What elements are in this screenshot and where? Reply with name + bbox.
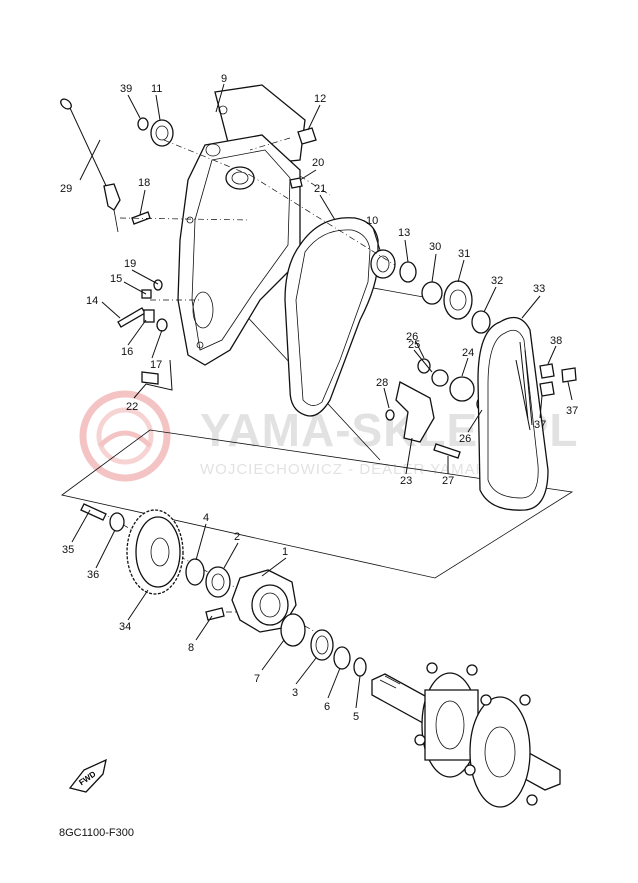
- callout-label: 27: [442, 475, 454, 487]
- callout-label: 37: [534, 419, 546, 431]
- washer-17: [156, 318, 168, 332]
- plug: [297, 127, 317, 145]
- callout-label: 39: [120, 83, 132, 95]
- callout-label: 24: [462, 347, 474, 359]
- callout-label: 14: [86, 295, 98, 307]
- callout-label: 13: [398, 227, 410, 239]
- callout-label: 23: [400, 475, 412, 487]
- callout-label: 17: [150, 359, 162, 371]
- fwd-arrow-icon: FWD: [68, 758, 107, 793]
- callout-label: 16: [121, 346, 133, 358]
- callout-label: 22: [126, 401, 138, 413]
- chain-case-cover: [177, 84, 306, 366]
- callout-label: 21: [314, 183, 326, 195]
- callout-label: 5: [353, 711, 359, 723]
- callout-label: 2: [234, 531, 240, 543]
- callout-label: 30: [429, 241, 441, 253]
- callout-label: 26: [459, 433, 471, 445]
- bolt-37: [561, 367, 577, 383]
- callout-label: 36: [87, 569, 99, 581]
- assembly-frame-lower: [61, 429, 574, 579]
- o-ring-39: [137, 117, 149, 131]
- upper-drive-parts: [370, 249, 491, 459]
- callout-label: 38: [550, 335, 562, 347]
- o-ring-19: [153, 279, 163, 291]
- callout-label: 34: [119, 621, 131, 633]
- leader-lines: [71, 83, 573, 709]
- drive-shaft: [371, 662, 561, 808]
- callout-label: 4: [203, 512, 209, 524]
- drive-chain: [477, 316, 549, 511]
- callout-label: 19: [124, 258, 136, 270]
- callout-label: 8: [188, 642, 194, 654]
- callout-label: 6: [324, 701, 330, 713]
- bolt-22: [141, 371, 159, 385]
- callout-label: 12: [314, 93, 326, 105]
- callout-label: 25: [408, 339, 420, 351]
- callout-numbers: 9 11 39 12 20 21 18 29 19 15 14 16 17 22…: [60, 73, 578, 723]
- bolt-20: [289, 177, 303, 189]
- callout-label: 37: [566, 405, 578, 417]
- callout-label: 11: [151, 83, 162, 95]
- lower-drive-assembly: [80, 503, 367, 677]
- bolt-38: [539, 363, 555, 379]
- callout-label: 10: [366, 215, 378, 227]
- callout-label: 35: [62, 544, 74, 556]
- watermark-logo: [79, 390, 171, 482]
- callout-label: 3: [292, 687, 298, 699]
- drawing-code: 8GC1100-F300: [59, 827, 134, 839]
- callout-label: 29: [60, 183, 72, 195]
- callout-label: 9: [221, 73, 227, 85]
- callout-label: 31: [458, 248, 470, 260]
- callout-label: 1: [282, 546, 288, 558]
- stud: [131, 211, 151, 225]
- gasket: [284, 217, 379, 417]
- callout-label: 28: [376, 377, 388, 389]
- oil-seal: [150, 119, 174, 147]
- bolt-14: [117, 307, 146, 328]
- callout-label: 18: [138, 177, 150, 189]
- dipstick: [60, 98, 121, 233]
- callout-label: 26: [406, 331, 418, 343]
- callout-label: 20: [312, 157, 324, 169]
- callout-label: 15: [110, 273, 122, 285]
- callout-label: 32: [491, 275, 503, 287]
- watermark-dealer: WOJCIECHOWICZ - DEALER YAMAHA: [200, 461, 498, 478]
- callout-label: 33: [533, 283, 545, 295]
- bolt-16: [143, 309, 155, 323]
- callout-label: 7: [254, 673, 260, 685]
